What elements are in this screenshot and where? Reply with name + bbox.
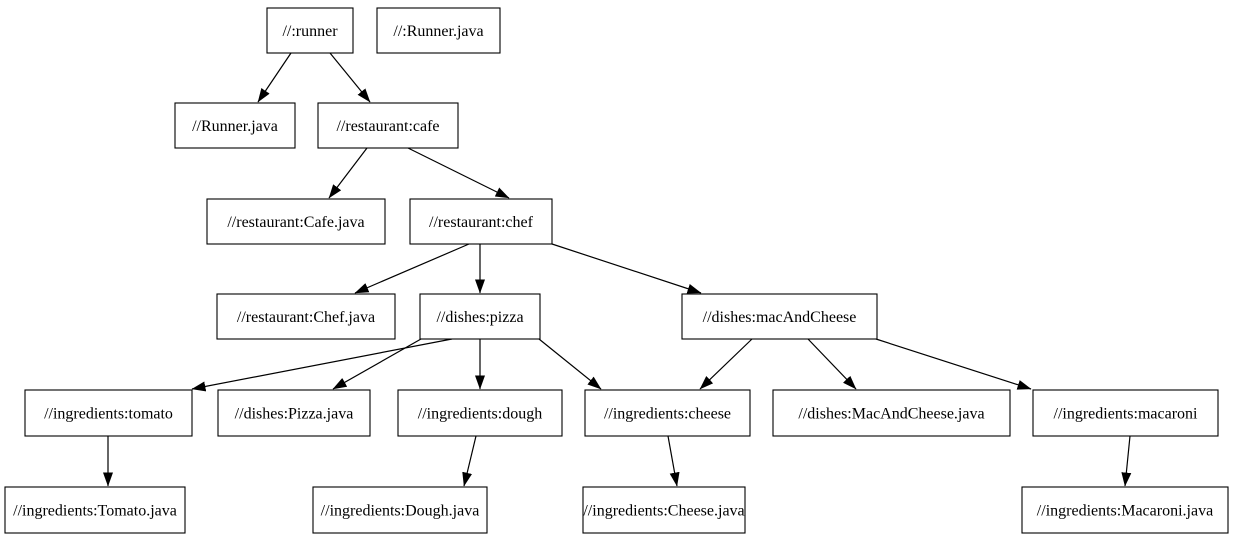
edge-pizza-to-cheese [538,338,602,390]
node-box-macaroni-java [1021,486,1229,534]
node-label-dough-java: //ingredients:Dough.java [321,503,480,520]
edge-chef-to-chef-java [354,243,470,294]
edge-macaroni-to-macaroni-java [1121,435,1132,487]
node-box-tomato [24,389,193,437]
node-cafe-java: //restaurant:Cafe.java [206,198,386,245]
node-label-tomato-java: //ingredients:Tomato.java [13,503,177,520]
node-label-macaroni-java: //ingredients:Macaroni.java [1037,503,1213,520]
node-label-pizza-java: //dishes:Pizza.java [235,406,354,423]
node-cheese: //ingredients:cheese [584,389,751,437]
nodes-layer: //:runner //:Runner.java //Runner.java //re… [4,7,1229,534]
node-label-cafe: //restaurant:cafe [336,118,439,135]
node-macaroni: //ingredients:macaroni [1032,389,1219,437]
node-macaroni-java: //ingredients:Macaroni.java [1021,486,1229,534]
node-label-cheese: //ingredients:cheese [604,406,731,423]
edge-pizza-to-tomato [191,338,453,392]
node-label-pizza: //dishes:pizza [436,309,523,326]
node-box-pizza [419,293,541,340]
node-box-macaroni [1032,389,1219,437]
node-label-chef-java: //restaurant:Chef.java [237,309,375,326]
node-cafe: //restaurant:cafe [317,102,459,149]
node-box-pizza-java [217,389,371,437]
node-label-dough: //ingredients:dough [418,406,542,423]
node-box-dough-java [312,486,488,534]
edge-chef-to-mac-and-cheese [551,243,702,294]
node-label-tomato: //ingredients:tomato [44,406,173,423]
node-label-cafe-java: //restaurant:Cafe.java [227,214,364,231]
node-label-root-runner-java: //:Runner.java [393,23,483,40]
node-box-mac-and-cheese-java [772,389,1011,437]
node-box-cafe-java [206,198,386,245]
node-box-cheese-java [582,486,746,534]
node-box-tomato-java [4,486,186,534]
edge-cafe-to-cafe-java [328,147,368,199]
edge-mac-and-cheese-to-macaroni [875,338,1032,390]
node-label-chef: //restaurant:chef [429,214,534,231]
node-label-mac-and-cheese: //dishes:macAndCheese [703,309,857,326]
node-tomato-java: //ingredients:Tomato.java [4,486,186,534]
node-box-cafe [317,102,459,149]
node-chef: //restaurant:chef [409,198,553,245]
node-chef-java: //restaurant:Chef.java [216,293,396,340]
node-pizza: //dishes:pizza [419,293,541,340]
node-box-chef [409,198,553,245]
node-dough: //ingredients:dough [397,389,563,437]
node-box-runner [266,7,354,54]
edge-mac-and-cheese-to-cheese [699,338,753,390]
node-box-chef-java [216,293,396,340]
edge-cafe-to-chef [407,147,510,199]
node-label-runner: //:runner [282,23,338,40]
edge-cheese-to-cheese-java [667,435,680,487]
node-dough-java: //ingredients:Dough.java [312,486,488,534]
node-runner-java: //Runner.java [174,102,296,149]
edge-runner-to-runner-java [257,52,292,103]
node-box-dough [397,389,563,437]
node-label-macaroni: //ingredients:macaroni [1054,406,1199,423]
edge-mac-and-cheese-to-mac-and-cheese-java [807,338,857,390]
node-root-runner-java: //:Runner.java [376,7,501,54]
node-tomato: //ingredients:tomato [24,389,193,437]
node-box-mac-and-cheese [681,293,878,340]
edge-pizza-to-pizza-java [332,338,422,390]
node-label-cheese-java: //ingredients:Cheese.java [583,503,744,520]
node-runner: //:runner [266,7,354,54]
node-cheese-java: //ingredients:Cheese.java [582,486,746,534]
edge-dough-to-dough-java [462,435,477,487]
node-pizza-java: //dishes:Pizza.java [217,389,371,437]
node-label-runner-java: //Runner.java [192,118,278,135]
edge-runner-to-cafe [329,52,371,103]
node-label-mac-and-cheese-java: //dishes:MacAndCheese.java [798,406,984,423]
node-box-root-runner-java [376,7,501,54]
edges-layer [103,52,1132,487]
node-mac-and-cheese-java: //dishes:MacAndCheese.java [772,389,1011,437]
node-box-runner-java [174,102,296,149]
node-box-cheese [584,389,751,437]
node-mac-and-cheese: //dishes:macAndCheese [681,293,878,340]
